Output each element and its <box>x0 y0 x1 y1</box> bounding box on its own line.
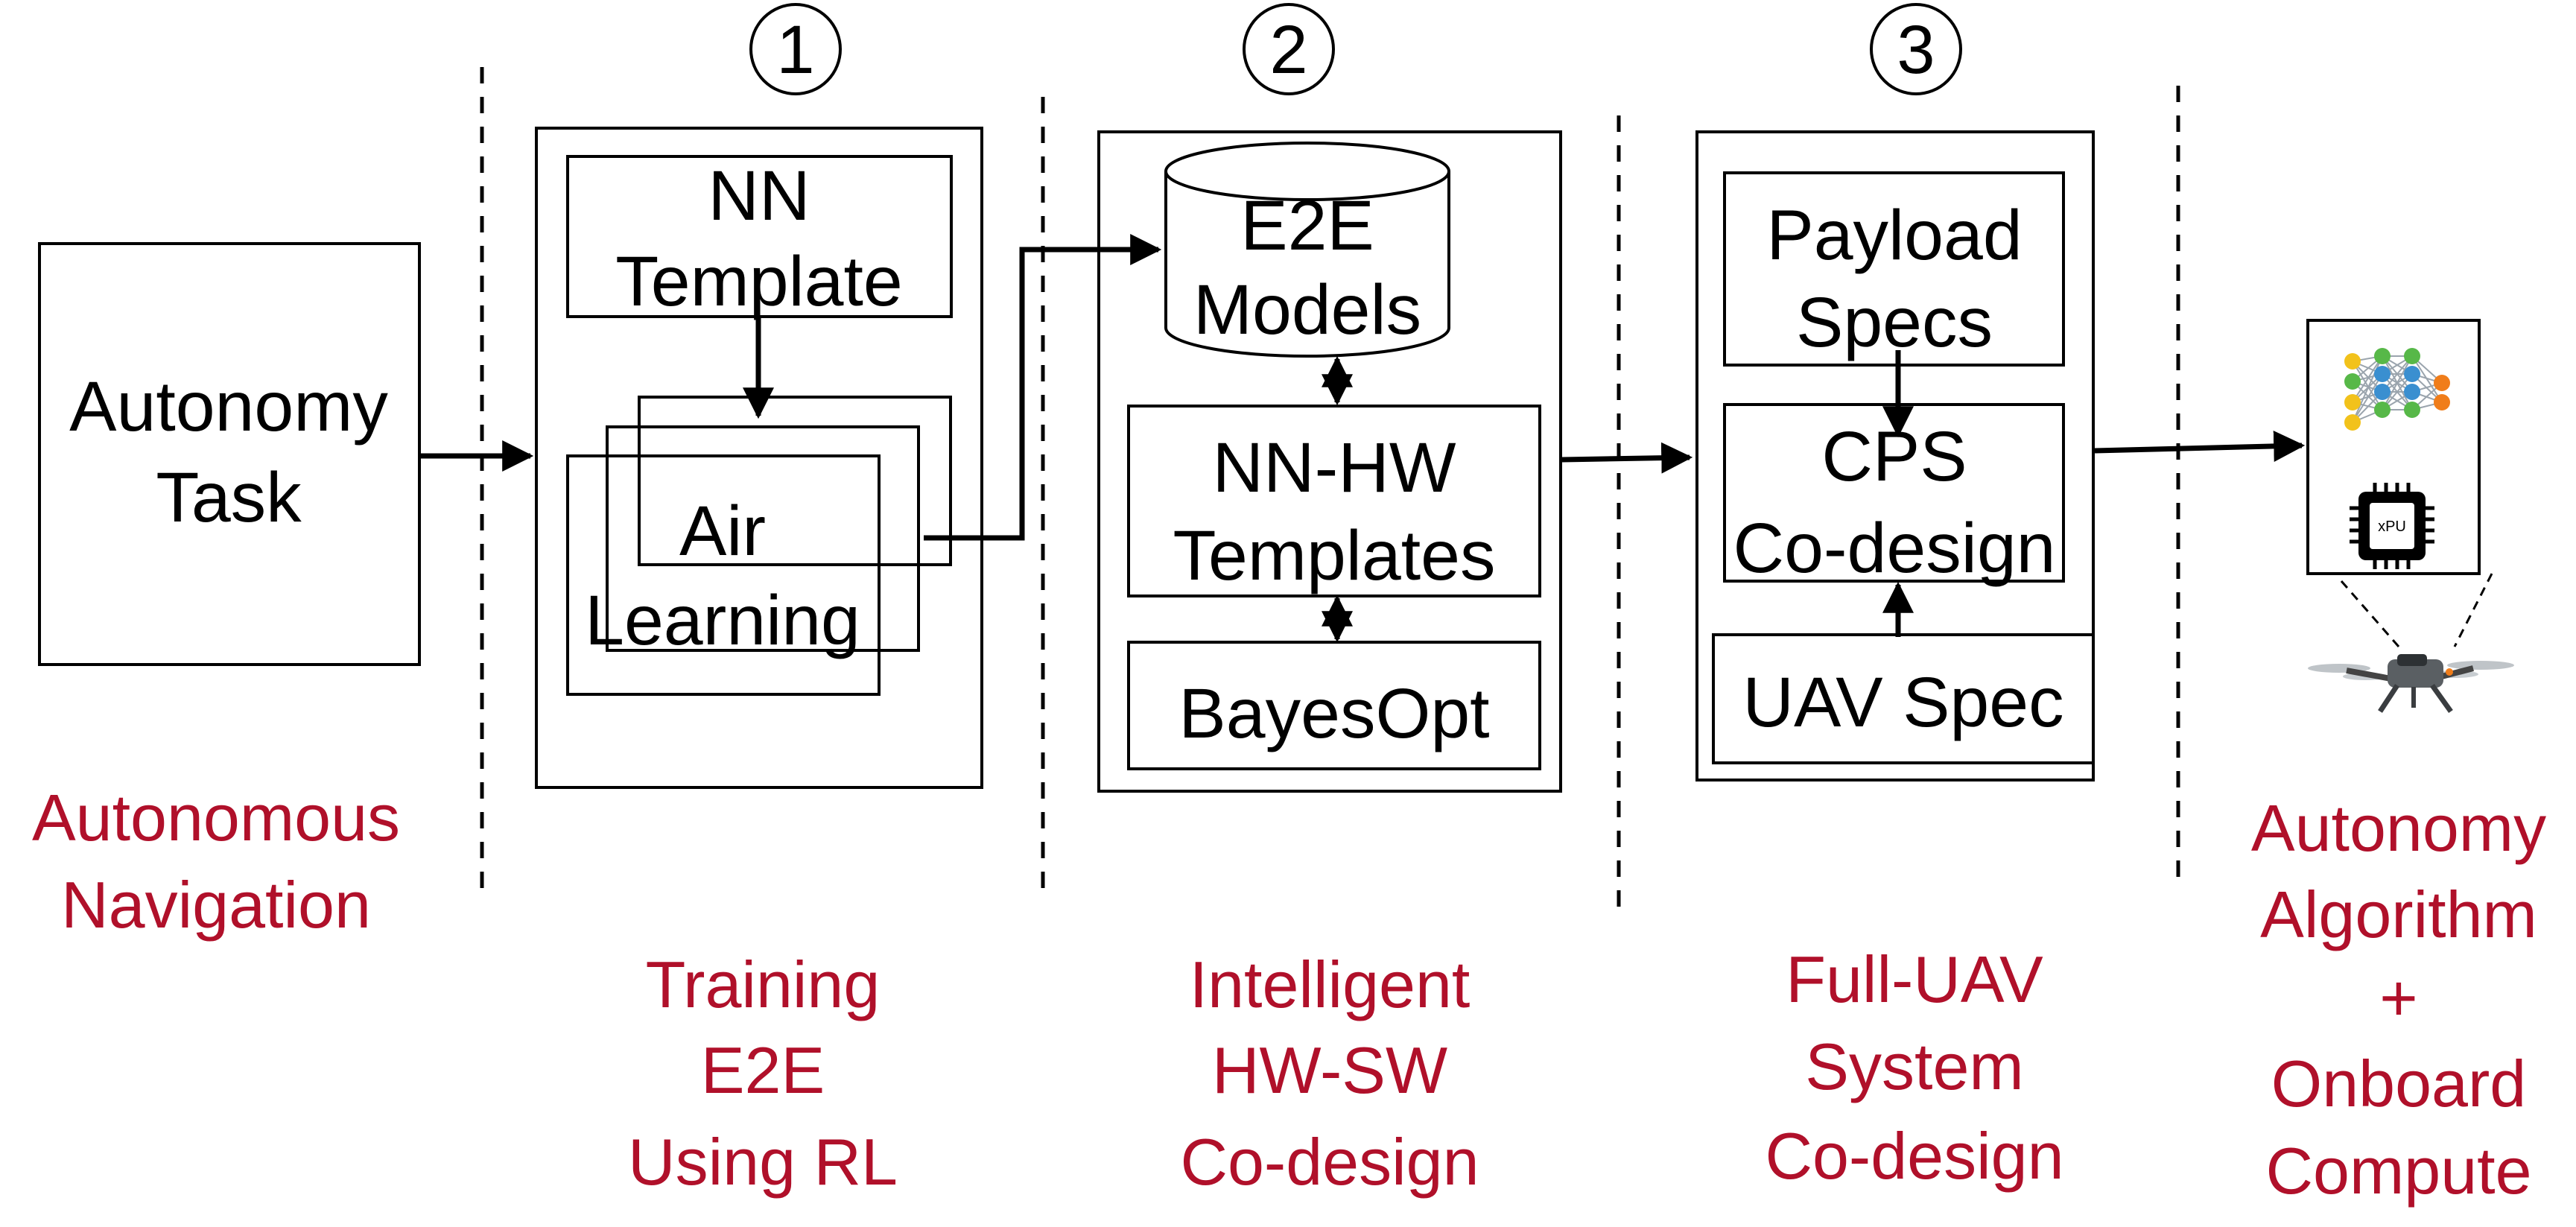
nn-template-box <box>566 155 953 318</box>
step-3-number: 3 <box>1897 12 1935 88</box>
autonomous-navigation-label: Autonomous Navigation <box>32 781 400 942</box>
uav-spec-box <box>1712 633 2095 764</box>
arrow-training-to-models <box>924 234 1162 541</box>
svg-text:+: + <box>2379 961 2417 1035</box>
cps-line2: Co-design <box>1733 509 2055 588</box>
bayesopt-box <box>1127 641 1541 770</box>
svg-text:Training: Training <box>646 948 881 1021</box>
nn-template-line2: Template <box>615 242 902 321</box>
uav-stage-box: Payload Specs CPS Co-design UAV Spec <box>1695 130 2095 781</box>
step-1-badge: 1 <box>749 3 842 95</box>
autonomy-task-line2: Task <box>156 458 302 537</box>
svg-text:Compute: Compute <box>2265 1134 2531 1208</box>
e2e-models-line2: Models <box>1193 270 1421 349</box>
nn-template-line1: NN <box>708 156 810 235</box>
arrow-codesign-to-uav <box>1561 442 1693 474</box>
svg-text:Full-UAV: Full-UAV <box>1786 942 2043 1016</box>
e2e-models-line1: E2E <box>1240 186 1374 265</box>
svg-text:Co-design: Co-design <box>1765 1119 2063 1193</box>
svg-text:Autonomy: Autonomy <box>2251 791 2546 865</box>
autonomy-task-box: Autonomy Task <box>38 242 421 666</box>
svg-text:Autonomous: Autonomous <box>32 781 400 855</box>
callout-line-right <box>2453 573 2493 647</box>
svg-text:System: System <box>1805 1030 2023 1103</box>
callout-line-left <box>2340 580 2400 647</box>
codesign-stage-box: E2E Models NN-HW Templates BayesOpt <box>1097 130 1562 793</box>
air-learning-line1: Air <box>679 492 766 571</box>
svg-text:Using RL: Using RL <box>628 1125 898 1199</box>
step-1-number: 1 <box>776 12 814 88</box>
autonomy-task-line1: Autonomy <box>69 367 388 446</box>
output-label: Autonomy Algorithm + Onboard Compute <box>2251 791 2546 1208</box>
uav-spec-label: UAV Spec <box>1742 663 2063 742</box>
svg-text:E2E: E2E <box>701 1033 825 1107</box>
payload-specs-box <box>1723 171 2065 367</box>
drone-icon <box>2308 654 2514 714</box>
chip-label: xPU <box>2378 519 2406 535</box>
neural-network-icon <box>2344 348 2450 431</box>
svg-text:Onboard: Onboard <box>2271 1047 2526 1120</box>
payload-line2: Specs <box>1796 283 1993 362</box>
output-box: xPU <box>2306 319 2481 575</box>
arrow-uav-to-output <box>2094 430 2306 462</box>
svg-text:Algorithm: Algorithm <box>2260 878 2537 951</box>
step-3-badge: 3 <box>1870 3 1962 95</box>
chip-icon: xPU <box>2350 483 2434 569</box>
air-learning-line2: Learning <box>585 581 860 660</box>
cps-codesign-box <box>1723 403 2065 583</box>
air-learning-stack <box>566 396 952 696</box>
payload-line1: Payload <box>1766 196 2022 275</box>
step-2-badge: 2 <box>1243 3 1335 95</box>
bayesopt-label: BayesOpt <box>1178 674 1489 753</box>
codesign-label: Intelligent HW-SW Co-design <box>1180 948 1479 1199</box>
training-label: Training E2E Using RL <box>628 948 898 1199</box>
svg-text:Navigation: Navigation <box>61 868 371 942</box>
svg-text:Co-design: Co-design <box>1180 1125 1479 1199</box>
full-uav-label: Full-UAV System Co-design <box>1765 942 2063 1193</box>
svg-text:HW-SW: HW-SW <box>1212 1033 1447 1107</box>
svg-text:Intelligent: Intelligent <box>1190 948 1471 1021</box>
nn-hw-line2: Templates <box>1173 516 1496 595</box>
training-stage-box: NN Template Air Learning <box>535 127 983 789</box>
e2e-models-database-icon <box>1164 142 1450 358</box>
cps-line1: CPS <box>1821 417 1967 496</box>
step-2-number: 2 <box>1269 12 1307 88</box>
nn-hw-line1: NN-HW <box>1212 428 1456 507</box>
